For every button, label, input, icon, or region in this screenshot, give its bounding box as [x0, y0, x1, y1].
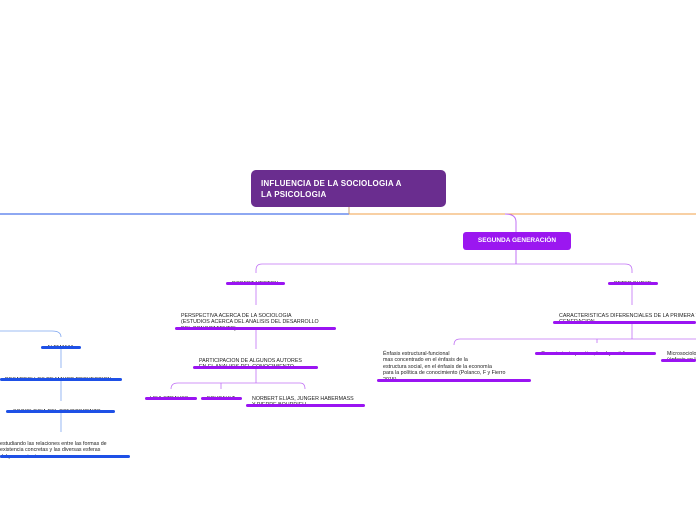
subtopic-underline	[661, 359, 696, 362]
subtopic-underline	[175, 327, 336, 330]
subtopic-underline	[201, 397, 242, 400]
subtopic-conocimiento-practico[interactable]: Conocimiento practico, local y cotidiano	[541, 344, 634, 357]
subtopic-underline	[41, 346, 81, 349]
subtopic-desarrollos[interactable]: DESARROLLOS DE MAYOR PROYECCION	[5, 370, 111, 383]
subtopic-enfasis-estructural[interactable]: Énfasis estructural-funcional mas concen…	[383, 344, 533, 383]
main-topic-title: SEGUNDA GENERACIÓN	[477, 237, 557, 244]
subtopic-underline	[0, 378, 122, 381]
subtopic-sociologia-conocimiento[interactable]: SOCIOLOGIA DEL CONOCIMIENTO	[13, 402, 101, 415]
subtopic-underline	[608, 282, 658, 285]
subtopic-underline	[535, 352, 656, 355]
central-topic[interactable]: INFLUENCIA DE LA SOCIOLOGIA A LA PSICOLO…	[251, 170, 446, 207]
subtopic-underline	[377, 379, 531, 382]
subtopic-foucault[interactable]: FOUCAULT	[207, 389, 235, 402]
subtopic-peter-burke[interactable]: PETER BURKE	[614, 274, 651, 287]
subtopic-underline	[0, 455, 130, 458]
main-topic-segunda-generacion[interactable]: SEGUNDA GENERACIÓN	[463, 232, 571, 250]
subtopic-robert-merton[interactable]: ROBERT MERTON	[232, 274, 278, 287]
subtopic-label: Énfasis estructural-funcional mas concen…	[383, 350, 506, 383]
subtopic-levi-strauss[interactable]: LEVI-STRAUSS	[150, 389, 188, 402]
subtopic-underline	[246, 404, 365, 407]
subtopic-underline	[553, 321, 696, 324]
central-topic-title: INFLUENCIA DE LA SOCIOLOGIA A LA PSICOLO…	[261, 179, 402, 199]
subtopic-underline	[226, 282, 285, 285]
subtopic-underline	[145, 397, 197, 400]
subtopic-underline	[6, 410, 115, 413]
subtopic-underline	[193, 366, 318, 369]
subtopic-alemania[interactable]: ALEMANIA	[47, 338, 74, 351]
